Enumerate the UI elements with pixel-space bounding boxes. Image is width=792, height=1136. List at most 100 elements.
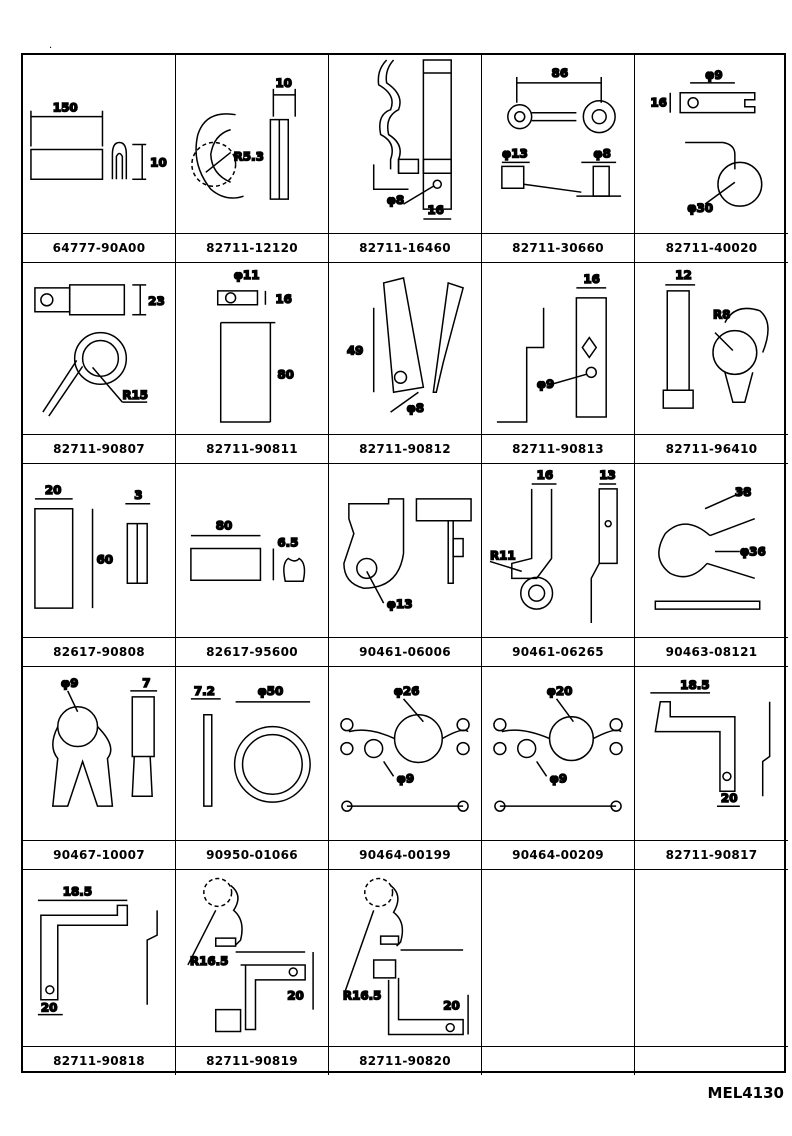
svg-text:R15: R15 xyxy=(122,388,148,402)
svg-text:φ13: φ13 xyxy=(387,597,413,611)
part-drawing: 80 6.5 xyxy=(176,464,328,638)
svg-text:3: 3 xyxy=(134,488,142,502)
svg-text:φ9: φ9 xyxy=(537,377,555,391)
part-cell: 86 φ13 φ8 82711-30660 xyxy=(482,55,635,263)
svg-text:R5.3: R5.3 xyxy=(234,149,264,163)
part-number: 90467-10007 xyxy=(23,840,175,869)
svg-text:φ26: φ26 xyxy=(394,684,420,698)
part-number: 82617-90808 xyxy=(23,637,175,666)
part-number: 82711-90811 xyxy=(176,434,328,463)
svg-text:R16.5: R16.5 xyxy=(190,954,229,968)
part-number: 82711-40020 xyxy=(635,233,788,262)
part-drawing: φ20 φ9 xyxy=(482,667,634,841)
part-cell xyxy=(635,870,788,1075)
part-cell: R5.3 10 82711-12120 xyxy=(176,55,329,263)
svg-text:16: 16 xyxy=(537,468,554,482)
part-cell: φ13 90461-06006 xyxy=(329,464,482,667)
part-cell: 12 R8 82711-96410 xyxy=(635,263,788,464)
part-drawing: 38 φ36 xyxy=(635,464,788,638)
svg-text:150: 150 xyxy=(53,101,78,115)
svg-text:φ20: φ20 xyxy=(547,684,573,698)
part-cell: 38 φ36 90463-08121 xyxy=(635,464,788,667)
part-number: 82711-90820 xyxy=(329,1046,481,1075)
part-drawing: 49 φ8 xyxy=(329,263,481,435)
part-drawing: 86 φ13 φ8 xyxy=(482,55,634,234)
svg-text:φ9: φ9 xyxy=(397,771,415,785)
part-number: 90464-00199 xyxy=(329,840,481,869)
part-number: 82711-90812 xyxy=(329,434,481,463)
part-drawing xyxy=(482,870,634,1047)
svg-text:R8: R8 xyxy=(713,308,730,322)
svg-text:φ8: φ8 xyxy=(406,401,424,415)
speck-mark: . xyxy=(49,40,53,51)
part-number: 82711-90807 xyxy=(23,434,175,463)
svg-text:6.5: 6.5 xyxy=(277,536,298,550)
part-drawing: φ8 16 xyxy=(329,55,481,234)
svg-text:20: 20 xyxy=(443,999,460,1013)
svg-text:20: 20 xyxy=(41,1001,58,1015)
part-number: 82711-90819 xyxy=(176,1046,328,1075)
part-number: 82711-90817 xyxy=(635,840,788,869)
part-drawing: 16 φ9 xyxy=(482,263,634,435)
part-cell: R16.5 20 82711-90820 xyxy=(329,870,482,1075)
part-drawing: 20 60 3 xyxy=(23,464,175,638)
part-drawing: 18.5 20 xyxy=(23,870,175,1047)
svg-text:φ50: φ50 xyxy=(257,684,283,698)
part-drawing: R16.5 20 xyxy=(176,870,328,1047)
part-cell: 23 R15 82711-90807 xyxy=(23,263,176,464)
svg-text:φ36: φ36 xyxy=(740,544,766,558)
svg-text:16: 16 xyxy=(275,292,292,306)
part-number: 90463-08121 xyxy=(635,637,788,666)
part-drawing: φ13 xyxy=(329,464,481,638)
part-drawing: 23 R15 xyxy=(23,263,175,435)
svg-text:φ9: φ9 xyxy=(705,68,723,82)
part-number: 82711-96410 xyxy=(635,434,788,463)
part-cell: 20 60 3 82617-90808 xyxy=(23,464,176,667)
svg-text:7.2: 7.2 xyxy=(194,684,215,698)
svg-text:φ8: φ8 xyxy=(593,146,611,160)
svg-text:16: 16 xyxy=(583,272,600,286)
part-cell: φ9 16 φ30 82711-40020 xyxy=(635,55,788,263)
part-drawing: R16.5 20 xyxy=(329,870,481,1047)
part-cell: 7.2 φ50 90950-01066 xyxy=(176,667,329,870)
svg-text:18.5: 18.5 xyxy=(63,884,92,898)
part-drawing xyxy=(635,870,788,1047)
parts-grid: 150 10 64777-90A00 R5.3 10 82711-12120 xyxy=(21,53,788,1075)
svg-text:49: 49 xyxy=(347,343,364,357)
svg-text:60: 60 xyxy=(97,552,114,566)
part-drawing: φ9 7 xyxy=(23,667,175,841)
part-cell xyxy=(482,870,635,1075)
part-drawing: R5.3 10 xyxy=(176,55,328,234)
part-number xyxy=(635,1046,788,1075)
part-drawing: φ9 16 φ30 xyxy=(635,55,788,234)
svg-text:φ11: φ11 xyxy=(234,268,260,282)
part-cell: φ20 φ9 90464-00209 xyxy=(482,667,635,870)
svg-text:18.5: 18.5 xyxy=(680,678,709,692)
svg-text:φ8: φ8 xyxy=(387,193,405,207)
part-number: 90950-01066 xyxy=(176,840,328,869)
part-cell: 16 R11 13 90461-06265 xyxy=(482,464,635,667)
svg-text:38: 38 xyxy=(735,485,752,499)
sheet-code: MEL4130 xyxy=(707,1084,784,1102)
part-number: 82711-90818 xyxy=(23,1046,175,1075)
part-number: 82711-90813 xyxy=(482,434,634,463)
part-number: 82711-16460 xyxy=(329,233,481,262)
svg-text:20: 20 xyxy=(287,989,304,1003)
svg-text:23: 23 xyxy=(148,294,165,308)
part-number: 90461-06006 xyxy=(329,637,481,666)
part-cell: φ26 φ9 90464-00199 xyxy=(329,667,482,870)
part-cell: 150 10 64777-90A00 xyxy=(23,55,176,263)
part-number: 64777-90A00 xyxy=(23,233,175,262)
part-drawing: φ11 16 80 xyxy=(176,263,328,435)
part-drawing: φ26 φ9 xyxy=(329,667,481,841)
svg-text:R16.5: R16.5 xyxy=(343,989,382,1003)
part-drawing: 150 10 xyxy=(23,55,175,234)
svg-text:80: 80 xyxy=(216,519,233,533)
part-cell: 16 φ9 82711-90813 xyxy=(482,263,635,464)
part-number: 82711-12120 xyxy=(176,233,328,262)
part-number: 82711-30660 xyxy=(482,233,634,262)
svg-text:φ9: φ9 xyxy=(61,676,79,690)
svg-text:13: 13 xyxy=(599,468,616,482)
svg-text:φ30: φ30 xyxy=(687,201,713,215)
part-cell: 80 6.5 82617-95600 xyxy=(176,464,329,667)
